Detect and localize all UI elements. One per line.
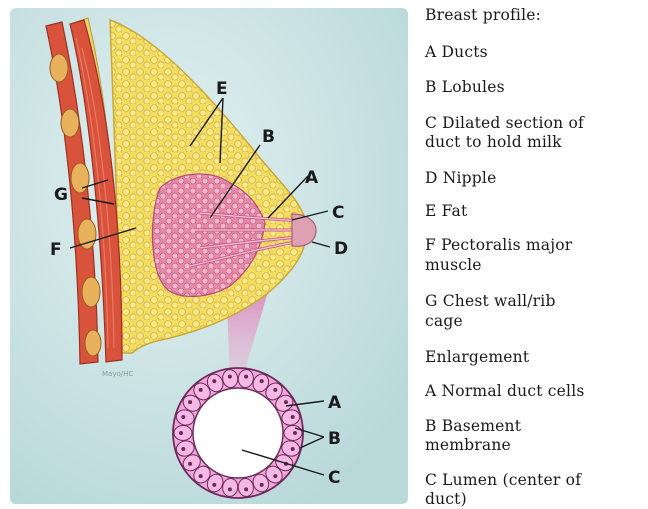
legend-item-f-line2: muscle [425,256,645,275]
callout-d: D [334,239,348,259]
duct-cell-nucleus [212,483,216,487]
duct-cell-nucleus [273,474,277,478]
callout-b: B [262,127,275,147]
breast-anatomy-figure: Mayo/HC E B A C D G F [10,8,408,504]
duct-cell-nucleus [244,487,248,491]
duct-cell-nucleus [273,388,277,392]
duct-cell-nucleus [228,375,232,379]
duct-cell-nucleus [181,447,185,451]
callout-a: A [305,168,319,188]
duct-cell-nucleus [199,474,203,478]
legend-title: Breast profile: [425,6,645,25]
duct-cell-nucleus [284,400,288,404]
callout-e: E [216,79,228,99]
legend-item-e-fat: E Fat [425,202,645,221]
duct-cell-nucleus [212,379,216,383]
lumen [193,388,283,478]
duct-cell-nucleus [260,483,264,487]
callout-f: F [50,240,62,260]
duct-cell-nucleus [179,431,183,435]
anatomy-illustration: Mayo/HC E B A C D G F [10,8,408,504]
callout-a-enlargement: A [328,393,342,413]
callout-c: C [332,203,344,223]
duct-cell-nucleus [199,388,203,392]
legend-item-c-lumen-line1: C Lumen (center of [425,471,645,490]
duct-cell-nucleus [291,447,295,451]
duct-cell-nucleus [188,462,192,466]
legend-item-c-line2: duct to hold milk [425,133,645,152]
duct-cell-nucleus [228,487,232,491]
legend-item-a-normal-duct-cells: A Normal duct cells [425,382,645,401]
legend-item-a-ducts: A Ducts [425,43,645,62]
callout-c-enlargement: C [328,468,340,488]
legend-item-f-line1: F Pectoralis major [425,236,645,255]
legend-item-d-nipple: D Nipple [425,169,645,188]
legend-item-b-lobules: B Lobules [425,78,645,97]
legend-enlargement-heading: Enlargement [425,348,645,367]
callout-g: G [54,185,68,205]
duct-cell-nucleus [181,415,185,419]
duct-cell-nucleus [293,431,297,435]
legend-item-c-lumen-line2: duct) [425,490,645,509]
legend-item-g-line1: G Chest wall/rib [425,292,645,311]
legend-item-b-line1: B Basement [425,417,645,436]
duct-cell-nucleus [188,400,192,404]
duct-cell-nucleus [291,415,295,419]
illustration-credit: Mayo/HC [102,370,133,378]
duct-cell-nucleus [260,379,264,383]
callout-b-enlargement: B [328,429,341,449]
duct-cell-nucleus [244,375,248,379]
legend-item-b-line2: membrane [425,436,645,455]
legend-item-c-line1: C Dilated section of [425,114,645,133]
duct-cross-section [173,368,303,498]
legend-item-g-line2: cage [425,312,645,331]
